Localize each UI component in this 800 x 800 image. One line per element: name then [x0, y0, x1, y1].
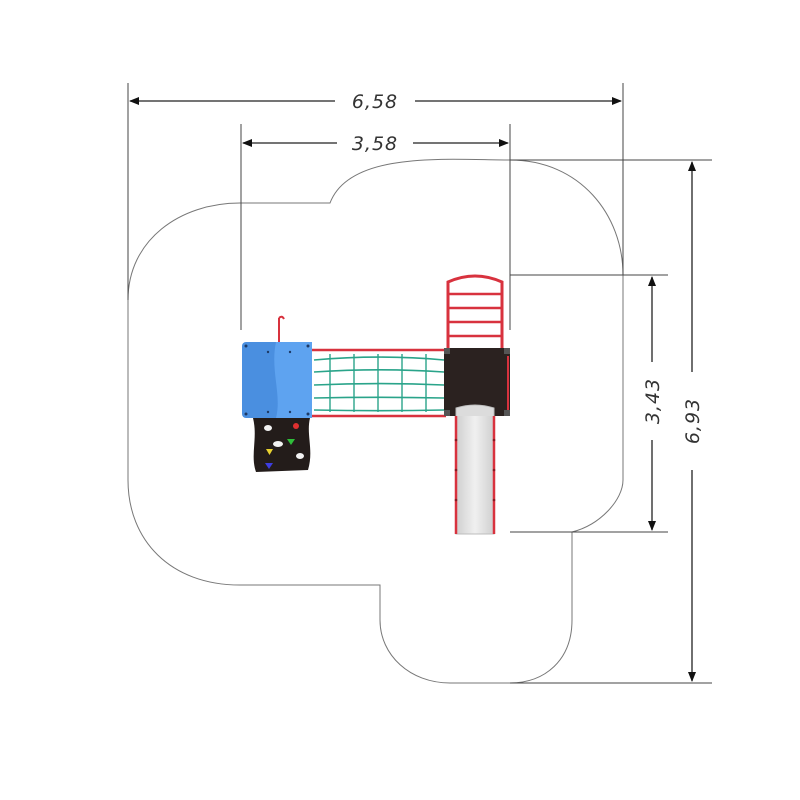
dimension-total-width: 6,58 [129, 91, 622, 113]
dimension-tower-span: 3,58 [242, 133, 509, 155]
extension-lines [127, 83, 712, 684]
net-bridge [312, 348, 446, 418]
climbing-wall [253, 418, 311, 472]
deck-tower [444, 348, 510, 416]
climbing-hold [266, 449, 273, 455]
dimension-total-depth: 6,93 [682, 161, 704, 682]
dimension-tower-depth: 3,43 [642, 276, 664, 531]
safety-zone-outline [127, 158, 624, 684]
arched-ladder [446, 274, 504, 350]
blue-roof-tower [242, 342, 312, 418]
climbing-hold [287, 439, 295, 445]
dimension-label-total-depth: 6,93 [682, 398, 704, 444]
dimension-label-tower-depth: 3,43 [642, 378, 664, 424]
dimension-label-tower-span: 3,58 [352, 133, 398, 155]
climbing-hold [264, 425, 272, 431]
dimension-label-total-width: 6,58 [352, 91, 398, 113]
climbing-hold [296, 453, 304, 459]
flag-pole [278, 315, 285, 345]
slide [454, 407, 496, 535]
climbing-hold [273, 441, 283, 447]
climbing-hold [265, 463, 273, 469]
climbing-hold [293, 423, 299, 429]
